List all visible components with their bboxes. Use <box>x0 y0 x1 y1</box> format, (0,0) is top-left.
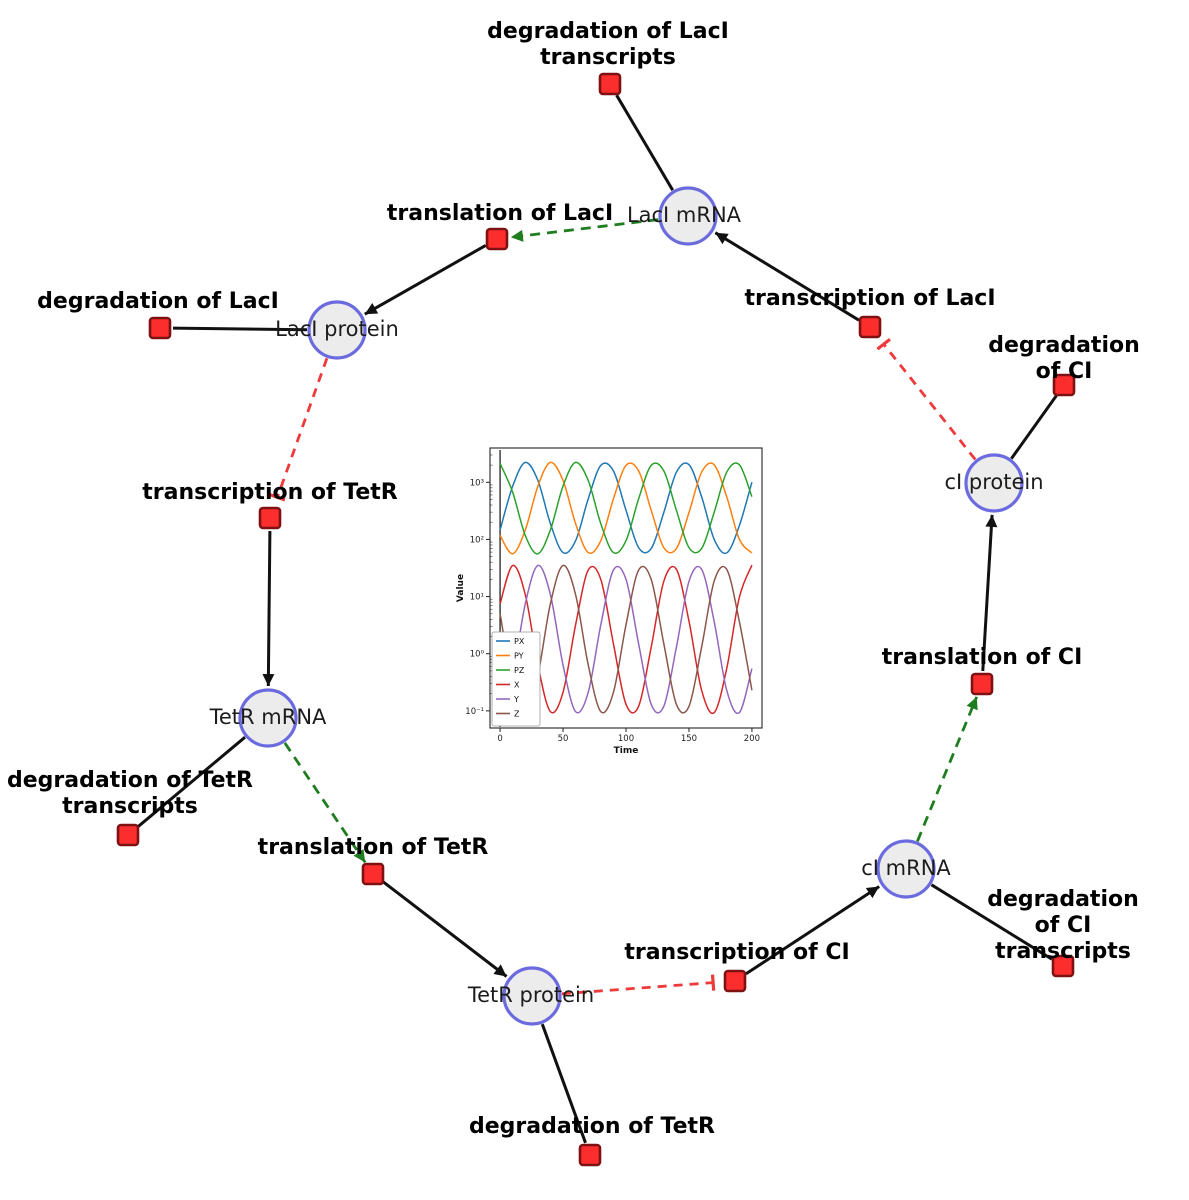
y-tick-label: 10² <box>470 535 484 545</box>
edge-translation-laci--laci-protein <box>364 244 487 316</box>
x-tick-label: 50 <box>558 734 569 744</box>
x-tick-label: 200 <box>744 734 760 744</box>
reaction-node-deg-tetr-transcripts[interactable] <box>116 823 140 847</box>
y-tick-label: 10¹ <box>470 593 484 603</box>
y-tick-label: 10³ <box>470 478 484 488</box>
y-tick-label: 10⁻¹ <box>465 707 484 717</box>
edge-ci-mrna--translation-ci <box>916 696 978 842</box>
reaction-node-transcription-laci[interactable] <box>858 315 882 339</box>
species-node-ci-mrna[interactable] <box>876 839 936 899</box>
reaction-node-deg-laci[interactable] <box>148 316 172 340</box>
series-line-PZ <box>499 461 753 555</box>
species-node-tetr-mrna[interactable] <box>238 688 298 748</box>
edge-transcription-laci--laci-mrna <box>714 231 860 322</box>
reaction-node-deg-tetr[interactable] <box>578 1143 602 1167</box>
legend-label-PZ: PZ <box>514 666 525 675</box>
edge-tetr-mrna--translation-tetr <box>283 742 367 864</box>
legend-label-Y: Y <box>513 695 519 704</box>
y-axis-label: Value <box>456 574 466 602</box>
edge-tetr-protein--transcription-ci <box>561 974 716 996</box>
species-node-laci-mrna[interactable] <box>658 186 718 246</box>
edges-layer <box>137 94 1058 1144</box>
edge-tetr-protein--deg-tetr <box>540 1023 587 1144</box>
series-layer <box>499 461 753 715</box>
series-line-Z <box>499 564 753 715</box>
edge-tetr-mrna--deg-tetr-transcripts <box>137 736 246 828</box>
x-tick-label: 100 <box>618 734 634 744</box>
axis-ticks: 10⁻¹ 10⁰ 10¹ 10² 10³ 0 50 100 150 200 <box>465 478 760 744</box>
series-line-X <box>499 564 753 715</box>
reaction-node-translation-laci[interactable] <box>485 227 509 251</box>
species-node-laci-protein[interactable] <box>307 300 367 360</box>
edge-ci-protein--deg-ci <box>1010 394 1058 460</box>
edge-translation-ci--ci-protein <box>981 514 998 672</box>
timecourse-plot-svg: 10⁻¹ 10⁰ 10¹ 10² 10³ 0 50 100 150 200 PX PY PZ XYZ Val… <box>456 447 763 756</box>
reaction-node-translation-ci[interactable] <box>970 672 994 696</box>
reaction-node-translation-tetr[interactable] <box>361 862 385 886</box>
reaction-node-transcription-tetr[interactable] <box>258 506 282 530</box>
reaction-node-deg-ci[interactable] <box>1052 373 1076 397</box>
legend-label-Z: Z <box>514 709 520 718</box>
edge-laci-mrna--translation-laci <box>510 218 659 242</box>
legend-label-PY: PY <box>514 651 524 660</box>
reaction-node-transcription-ci[interactable] <box>723 969 747 993</box>
legend-label-PX: PX <box>514 637 525 646</box>
nodes-layer <box>116 72 1076 1167</box>
edge-transcription-tetr--tetr-mrna <box>262 530 275 687</box>
y-tick-label: 10⁰ <box>470 650 485 660</box>
x-tick-label: 150 <box>681 734 697 744</box>
series-line-Y <box>499 564 753 715</box>
chart-legend: PX PY PZ XYZ <box>491 631 541 727</box>
species-node-ci-protein[interactable] <box>964 453 1024 513</box>
series-line-PX <box>499 461 753 555</box>
edge-ci-protein--transcription-laci <box>876 337 977 461</box>
reaction-node-deg-ci-transcripts[interactable] <box>1051 954 1075 978</box>
x-axis-label: Time <box>614 746 639 756</box>
edge-laci-mrna--deg-laci-transcripts <box>615 94 674 191</box>
edge-transcription-ci--ci-mrna <box>745 885 881 976</box>
x-tick-label: 0 <box>497 734 502 744</box>
plot-frame <box>489 447 763 729</box>
series-line-PY <box>499 461 753 555</box>
edge-ci-mrna--deg-ci-transcripts <box>930 883 1053 961</box>
edge-laci-protein--transcription-tetr <box>269 357 329 502</box>
edge-laci-protein--deg-laci <box>172 326 308 332</box>
edge-translation-tetr--tetr-protein <box>382 880 508 978</box>
reaction-node-deg-laci-transcripts[interactable] <box>598 72 622 96</box>
species-node-tetr-protein[interactable] <box>502 966 562 1026</box>
legend-label-X: X <box>514 680 520 689</box>
